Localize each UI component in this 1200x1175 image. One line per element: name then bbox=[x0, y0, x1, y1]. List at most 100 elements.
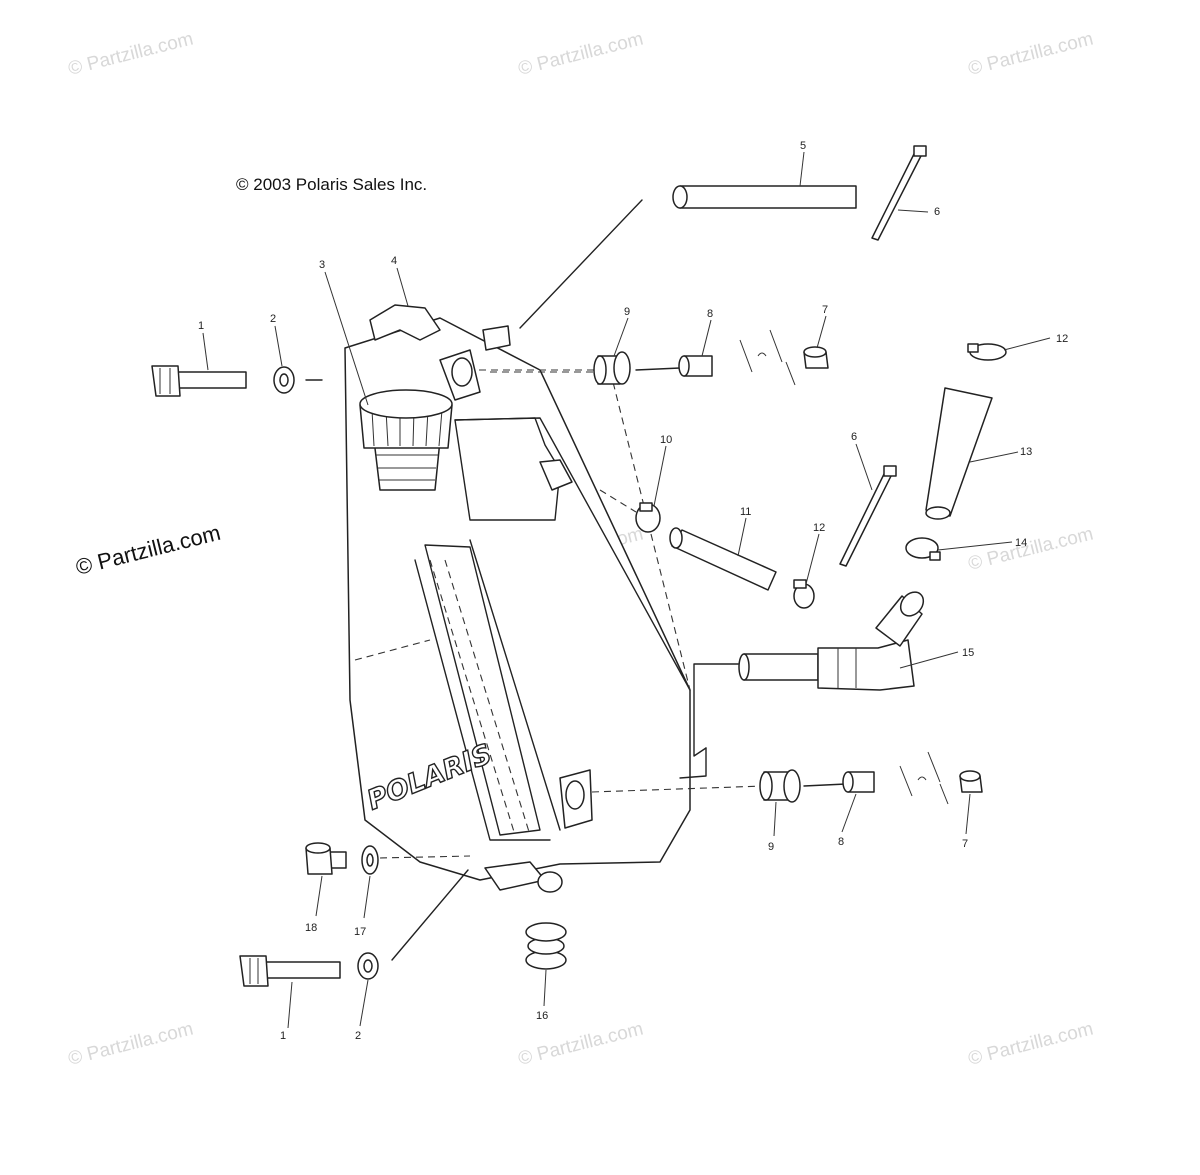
washer-top-hole bbox=[279, 373, 289, 387]
hose-11 bbox=[671, 529, 777, 591]
bolt-bottom bbox=[239, 955, 341, 987]
cap-thread bbox=[376, 454, 438, 481]
leader-4 bbox=[396, 267, 409, 307]
callout-13: 13 bbox=[1020, 446, 1032, 458]
hose-5-end bbox=[672, 185, 688, 209]
leader-7-bot bbox=[965, 793, 971, 835]
break-marks bbox=[757, 352, 767, 357]
drain-bolt-top bbox=[305, 842, 331, 854]
cap-grip bbox=[371, 409, 443, 447]
leader-10 bbox=[653, 445, 667, 507]
assembly-line bbox=[635, 367, 681, 371]
break-marks bbox=[899, 751, 949, 805]
fitting-15-body bbox=[817, 639, 915, 691]
assembly-line bbox=[693, 663, 739, 757]
callout-9-top: 9 bbox=[624, 306, 630, 318]
callout-3: 3 bbox=[319, 259, 325, 271]
callout-15: 15 bbox=[962, 647, 974, 659]
clamp-12-tab bbox=[967, 343, 979, 353]
assembly-line bbox=[679, 747, 707, 779]
hose-5-body bbox=[679, 185, 857, 209]
callout-8-bot: 8 bbox=[838, 836, 844, 848]
callout-5: 5 bbox=[800, 140, 806, 152]
clamp-14-tab bbox=[929, 551, 941, 561]
leader-line bbox=[391, 869, 469, 961]
tank-rib bbox=[469, 539, 561, 831]
leader-13 bbox=[969, 451, 1019, 463]
callout-2-bot: 2 bbox=[355, 1030, 361, 1042]
callout-10: 10 bbox=[660, 434, 672, 446]
leader-15 bbox=[899, 651, 959, 669]
leader-9-top bbox=[613, 317, 629, 357]
callout-7-bot: 7 bbox=[962, 838, 968, 850]
clamp-10 bbox=[635, 502, 661, 533]
nut-7b-top bbox=[959, 770, 981, 782]
tank-bracket bbox=[369, 304, 441, 341]
clamp-14 bbox=[905, 537, 941, 561]
clamp-mid bbox=[793, 579, 815, 609]
reservoir-cap bbox=[359, 389, 453, 491]
drain-bolt bbox=[305, 842, 347, 875]
fitting-15-nut bbox=[837, 648, 857, 688]
cable-tie-top-head bbox=[913, 145, 927, 157]
hidden-edge bbox=[354, 639, 431, 661]
grommet-9-end bbox=[593, 355, 607, 385]
leader-12-top bbox=[1003, 337, 1051, 351]
callout-9-bot: 9 bbox=[768, 841, 774, 853]
leader-8-top bbox=[701, 319, 712, 357]
nut-7-top bbox=[803, 346, 827, 358]
grommet-9b-end bbox=[759, 771, 773, 801]
callout-labels: 1 2 3 4 5 6 9 8 7 12 13 10 11 6 12 14 15… bbox=[198, 140, 1068, 1042]
overflow-nipple bbox=[539, 459, 573, 491]
elbow-fitting bbox=[738, 591, 925, 691]
callout-12-top: 12 bbox=[1056, 333, 1068, 345]
break-marks bbox=[917, 776, 927, 781]
leader-line bbox=[519, 199, 643, 329]
leader-8-bot bbox=[841, 793, 857, 833]
bolt-shank bbox=[177, 371, 247, 389]
leader-1-bot bbox=[287, 981, 293, 1029]
bolt-top bbox=[151, 365, 247, 397]
grommet-16-top bbox=[525, 922, 567, 942]
sleeve-bottom bbox=[842, 771, 875, 793]
watermark-text: © Partzilla.com bbox=[66, 1019, 195, 1070]
leader-2-bot bbox=[359, 979, 369, 1027]
cable-tie-mid bbox=[839, 469, 895, 567]
cap-top bbox=[359, 389, 453, 419]
grommet-16 bbox=[525, 922, 567, 970]
hose-13-end bbox=[925, 506, 951, 520]
sleeve-8-end bbox=[678, 355, 690, 377]
grommet-9-flange bbox=[613, 351, 631, 385]
watermark-text: © Partzilla.com bbox=[966, 524, 1095, 575]
callout-leaders bbox=[202, 151, 1051, 1029]
callout-14: 14 bbox=[1015, 537, 1027, 549]
callout-11: 11 bbox=[740, 506, 751, 518]
leader-17 bbox=[363, 875, 371, 919]
hose-11-end bbox=[669, 527, 683, 549]
callout-7-top: 7 bbox=[822, 304, 828, 316]
hose-top bbox=[672, 185, 857, 209]
watermark-text: © Partzilla.com bbox=[966, 29, 1095, 80]
sleeve-8b-end bbox=[842, 771, 854, 793]
callout-8-top: 8 bbox=[707, 308, 713, 320]
leader-5 bbox=[799, 151, 805, 187]
leader-11 bbox=[737, 517, 747, 557]
callout-6-mid: 6 bbox=[851, 431, 857, 443]
watermark-text: © Partzilla.com bbox=[966, 1019, 1095, 1070]
watermark-text: © Partzilla.com bbox=[516, 29, 645, 80]
leader-14 bbox=[937, 541, 1013, 551]
callout-2-top: 2 bbox=[270, 313, 276, 325]
fitting-15-tube bbox=[743, 653, 819, 681]
leader-12-mid bbox=[805, 533, 820, 585]
washer-bottom-hole bbox=[363, 959, 373, 973]
grommet-9b-flange bbox=[783, 769, 801, 803]
hose-13 bbox=[925, 387, 993, 517]
sleeve-top bbox=[678, 355, 713, 377]
callout-1-bot: 1 bbox=[280, 1030, 286, 1042]
assembly-line bbox=[379, 855, 471, 859]
callout-18: 18 bbox=[305, 922, 317, 934]
callout-6-top: 6 bbox=[934, 206, 940, 218]
fitting-15-barb-end bbox=[899, 591, 925, 617]
copyright-text: © 2003 Polaris Sales Inc. bbox=[236, 175, 427, 194]
